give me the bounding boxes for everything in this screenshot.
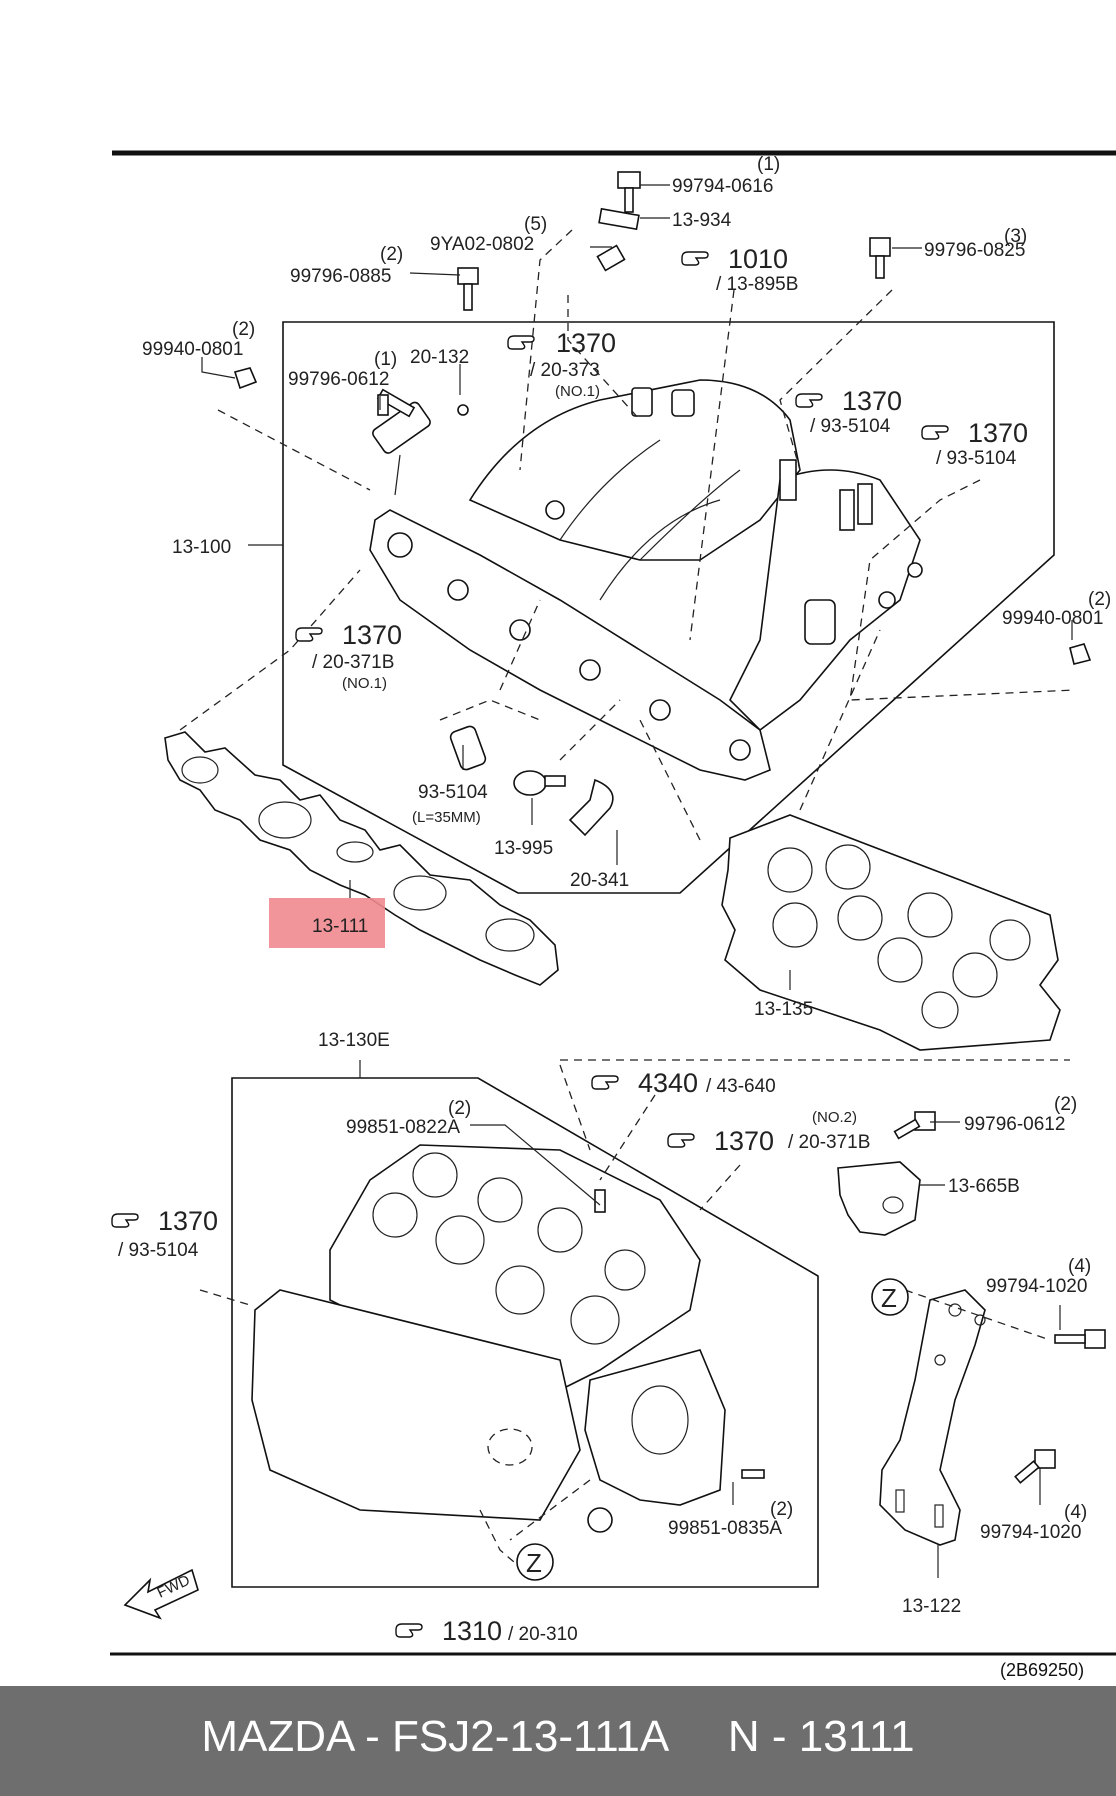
bolt-parts [233,171,1106,1484]
label: 99940-0801 [1002,608,1103,629]
svg-text:1370: 1370 [714,1126,774,1156]
qty: (4) [1068,1256,1091,1277]
label: 99794-0616 [672,176,773,197]
qty: (2) [232,319,255,340]
label: 13-122 [902,1596,961,1617]
svg-text:1010: 1010 [728,244,788,274]
footer-caption: MAZDA - FSJ2-13-111A N - 13111 [201,1712,915,1761]
svg-text:/ 13-895B: / 13-895B [716,274,798,295]
upper-intake-manifold [369,379,923,781]
label: 93-5104 [418,782,488,803]
svg-text:/ 20-371B: / 20-371B [788,1132,870,1153]
qty: (2) [770,1499,793,1520]
svg-text:1370: 1370 [842,386,902,416]
label: 13-130E [318,1030,390,1051]
label: 99851-0822A [346,1117,460,1138]
svg-text:1370: 1370 [968,418,1028,448]
gasket-13-135 [721,814,1061,1051]
qty: (2) [448,1098,471,1119]
bracket-13-665b [837,1161,921,1236]
lower-intake-manifold [251,1144,726,1533]
svg-text:/ 20-371B: / 20-371B [312,652,394,673]
svg-text:1370: 1370 [556,328,616,358]
svg-text:1370: 1370 [158,1206,218,1236]
svg-text:1310: 1310 [442,1616,502,1646]
label: 9YA02-0802 [430,234,534,255]
zone-marker-bottom: Z [526,1548,542,1578]
label: 99796-0612 [964,1114,1065,1135]
label: 20-341 [570,870,629,891]
highlight-label: 13-111 [312,916,368,937]
bracket-13-122 [879,1289,986,1546]
qty: (3) [1004,226,1027,247]
svg-text:(NO.1): (NO.1) [555,383,600,400]
label: (L=35MM) [412,809,481,826]
lower-manifold-boundary [231,1077,819,1588]
label: 13-100 [172,537,231,558]
label: 99851-0835A [668,1518,782,1539]
label: 13-995 [494,838,553,859]
qty: (4) [1064,1502,1087,1523]
svg-text:4340: 4340 [638,1068,698,1098]
ref-markers: 1010 / 13-895B 1370 / 20-373 (NO.1) 1370… [111,244,1028,1646]
svg-text:(NO.2): (NO.2) [812,1109,857,1126]
label: 99794-1020 [986,1276,1087,1297]
zone-marker-top: Z [881,1283,897,1313]
svg-text:(NO.1): (NO.1) [342,675,387,692]
label: 20-132 [410,347,469,368]
svg-text:/ 43-640: / 43-640 [706,1076,776,1097]
svg-text:/ 93-5104: / 93-5104 [810,416,891,437]
fwd-arrow: FWD [123,1568,199,1620]
highlight-13-111 [269,898,385,948]
image-code: (2B69250) [1000,1660,1085,1680]
label: 99794-1020 [980,1522,1081,1543]
qty: (1) [374,349,397,370]
dashed-leaders [179,229,1076,1581]
label: 13-934 [672,210,732,231]
upper-manifold-boundary [282,321,1055,894]
qty: (1) [757,154,780,175]
gasket-13-111 [164,731,559,986]
qty: (2) [1054,1094,1077,1115]
label: 99940-0801 [142,339,243,360]
qty: (5) [524,214,547,235]
svg-text:/ 93-5104: / 93-5104 [118,1240,199,1261]
small-parts-hoses [449,725,614,837]
solid-leaders [201,184,1073,1578]
svg-text:/ 20-310: / 20-310 [508,1624,578,1645]
label: 99796-0825 [924,240,1025,261]
label: 99796-0885 [290,266,391,287]
qty: (2) [1088,589,1111,610]
svg-text:1370: 1370 [342,620,402,650]
label: 13-135 [754,999,813,1020]
svg-text:/ 93-5104: / 93-5104 [936,448,1017,469]
qty: (2) [380,244,403,265]
label: 13-665B [948,1176,1020,1197]
label: 99796-0612 [288,369,389,390]
footer-bar [0,1686,1116,1796]
svg-text:/ 20-373: / 20-373 [530,360,600,381]
part-labels: (1) 99794-0616 13-934 (5) 9YA02-0802 (2)… [142,154,1111,1617]
